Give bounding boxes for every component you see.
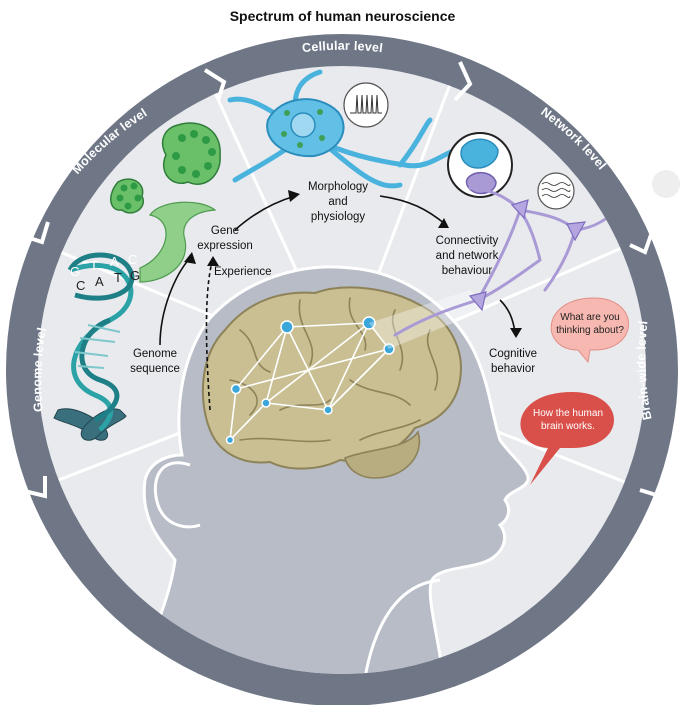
cellular-level-label: Cellular level bbox=[301, 39, 383, 56]
purple-neuron-network bbox=[393, 186, 622, 337]
cognitive-behavior-label-2: behavior bbox=[491, 363, 535, 375]
morphology-label: Morphology bbox=[308, 181, 368, 193]
gene-expression-label-2: expression bbox=[197, 240, 253, 252]
cognitive-behavior-label: Cognitive bbox=[489, 348, 537, 360]
protein-cluster bbox=[110, 122, 221, 214]
shoulder-outline bbox=[358, 578, 441, 674]
answer-bubble bbox=[520, 392, 614, 485]
connectivity-label-3: behaviour bbox=[442, 265, 493, 277]
neuron-cell bbox=[227, 69, 463, 189]
morphology-label-2: and bbox=[328, 196, 347, 208]
synapse-inset bbox=[447, 132, 513, 198]
gene-expression-label: Gene bbox=[211, 225, 239, 237]
dna-letter-g-top: G bbox=[70, 264, 80, 279]
mrna-ribbon bbox=[139, 201, 217, 283]
figure-title: Spectrum of human neuroscience bbox=[229, 8, 456, 24]
dna-letter-c-bottom: C bbox=[76, 278, 85, 293]
morphology-label-3: physiology bbox=[311, 211, 366, 223]
ear-outline bbox=[153, 461, 201, 529]
oscillation-inset bbox=[537, 172, 575, 210]
dna-letter-g-bottom: G bbox=[130, 268, 140, 283]
question-bubble bbox=[550, 297, 629, 364]
question-bubble-text: What are you bbox=[560, 312, 619, 323]
dna-letter-t-top: T bbox=[90, 258, 98, 273]
ring-separators bbox=[19, 61, 669, 501]
dna-letter-c-top: C bbox=[128, 252, 137, 267]
spike-trace-inset bbox=[343, 82, 389, 128]
dna-letter-t-bottom: T bbox=[114, 270, 122, 285]
dna-helix bbox=[67, 252, 135, 432]
dna-letter-a-top: A bbox=[110, 254, 119, 269]
edge-circle bbox=[652, 170, 680, 198]
network-nodes bbox=[225, 316, 395, 445]
answer-bubble-text-2: brain works. bbox=[541, 421, 595, 432]
genome-level-label: Genome level bbox=[30, 326, 49, 412]
genome-sequence-label: Genome bbox=[133, 348, 177, 360]
genome-sequence-label-2: sequence bbox=[130, 363, 180, 375]
experience-label: Experience bbox=[214, 266, 272, 278]
connectivity-label-2: and network bbox=[436, 250, 499, 262]
answer-bubble-text: How the human bbox=[533, 408, 603, 419]
dna-letter-a-bottom: A bbox=[95, 274, 104, 289]
question-bubble-text-2: thinking about? bbox=[556, 325, 624, 336]
connectivity-label: Connectivity bbox=[436, 235, 499, 247]
flow-arrowheads bbox=[184, 190, 522, 338]
